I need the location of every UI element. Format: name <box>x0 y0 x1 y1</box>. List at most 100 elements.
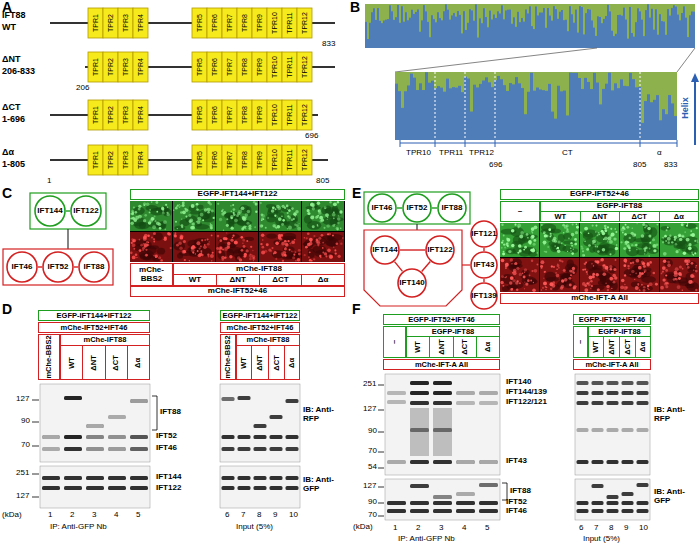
micrograph-speck <box>652 272 655 275</box>
conservation-bar <box>547 8 549 48</box>
conservation-bar <box>441 20 443 48</box>
blot-band <box>433 509 452 513</box>
micrograph-speck <box>684 231 686 233</box>
micrograph-speck <box>665 282 668 285</box>
protein-circle: IFT121 <box>470 220 498 248</box>
lane-label-box: mChe-IFT88WTΔNTΔCTΔα <box>60 334 150 380</box>
blot-band <box>130 435 148 439</box>
tpr-label: TPR2 <box>107 151 115 169</box>
micrograph-speck <box>501 224 503 226</box>
interaction-line <box>483 279 484 282</box>
micrograph-speck <box>275 242 279 246</box>
micrograph-speck <box>557 249 560 252</box>
marker-tick <box>32 400 39 401</box>
conservation-bar <box>515 27 517 48</box>
blot-band <box>456 391 475 395</box>
micrograph-speck <box>592 225 594 227</box>
micrograph-speck <box>541 289 543 291</box>
circle-shape <box>471 252 497 278</box>
lane-cell: ΔNT <box>429 337 452 357</box>
micrograph <box>500 258 539 292</box>
micrograph-speck <box>262 246 265 249</box>
blot-band <box>108 486 126 490</box>
conservation-bar <box>641 123 644 140</box>
micrograph-speck <box>322 242 324 244</box>
micrograph-speck <box>586 248 589 251</box>
micrograph-speck <box>224 256 226 258</box>
micrograph-speck <box>560 286 563 289</box>
conservation-bar <box>687 37 689 48</box>
micrograph-speck <box>155 255 158 258</box>
micrograph-speck <box>275 208 277 210</box>
micrograph-speck <box>544 234 547 237</box>
tpr-label: TPR1 <box>92 151 100 169</box>
micrograph-cell <box>632 265 644 273</box>
protein-circle: IFT88 <box>437 193 467 223</box>
micrograph-speck <box>327 233 329 235</box>
conservation-bar <box>479 18 481 48</box>
conservation-bar <box>577 33 579 48</box>
conservation-bar <box>453 13 455 48</box>
micrograph-speck <box>234 241 238 245</box>
micrograph-speck <box>234 218 238 222</box>
micrograph-cell <box>686 245 698 255</box>
micrograph-speck <box>333 202 337 206</box>
lane-cell: Δα <box>284 346 299 379</box>
micrograph-speck <box>622 226 625 229</box>
micrograph-speck <box>571 252 574 255</box>
tpr-label: TPR9 <box>256 58 264 76</box>
micrograph-speck <box>678 234 682 238</box>
micrograph-speck <box>207 208 211 212</box>
micrograph-speck <box>179 206 181 208</box>
micrograph-cell <box>583 229 598 237</box>
lane-number: 9 <box>624 524 628 533</box>
blot-band <box>222 476 235 480</box>
figure-note: 251 <box>363 380 376 389</box>
conservation-bar <box>497 76 500 140</box>
micrograph-speck <box>647 287 649 289</box>
conservation-bar <box>575 73 578 140</box>
micrograph-cell <box>684 223 697 229</box>
tpr-label: TPR1 <box>92 106 100 124</box>
conservation-bar <box>471 10 473 48</box>
micrograph <box>660 223 699 257</box>
micrograph-speck <box>523 249 525 251</box>
node-text: WT <box>240 357 248 369</box>
complex-box <box>3 249 113 285</box>
micrograph-speck <box>669 235 671 237</box>
micrograph-speck <box>517 226 519 228</box>
node-text: IFT140 <box>399 279 424 287</box>
micrograph-speck <box>274 251 277 254</box>
micrograph-speck <box>212 252 214 254</box>
conservation-bar <box>675 7 677 48</box>
tpr-domain <box>88 52 103 82</box>
figure-note: 833 <box>322 40 335 49</box>
figure-note: 1 <box>47 177 51 186</box>
micrograph-speck <box>674 271 678 275</box>
micrograph-speck <box>239 258 242 261</box>
band-label: IFT52 <box>506 498 527 507</box>
micrograph-cell <box>600 229 608 238</box>
blot-band <box>637 483 649 487</box>
micrograph-speck <box>151 201 153 203</box>
node-text: EGFP-IFT144+IFT122 <box>57 312 132 320</box>
micrograph-speck <box>261 234 265 238</box>
micrograph-speck <box>564 225 568 229</box>
micrograph-speck <box>310 203 314 207</box>
micrograph-speck <box>570 248 572 250</box>
panel-letter: F <box>352 302 361 317</box>
lane-label-box: EGFP-IFT88WTΔNTΔCTΔα <box>588 326 651 358</box>
blot-band <box>433 391 452 395</box>
blot-band <box>86 486 104 490</box>
figure-note: Input (5%) <box>236 523 273 532</box>
micrograph-speck <box>191 246 195 250</box>
blot-band <box>479 509 498 513</box>
micrograph <box>173 232 215 262</box>
micrograph-speck <box>551 266 553 268</box>
micrograph-speck <box>164 228 166 230</box>
node-text: ΔCT <box>272 355 280 370</box>
micrograph-speck <box>510 276 514 280</box>
conservation-bar <box>499 13 501 48</box>
lane-number: 9 <box>273 511 277 520</box>
micrograph-speck <box>223 211 226 214</box>
